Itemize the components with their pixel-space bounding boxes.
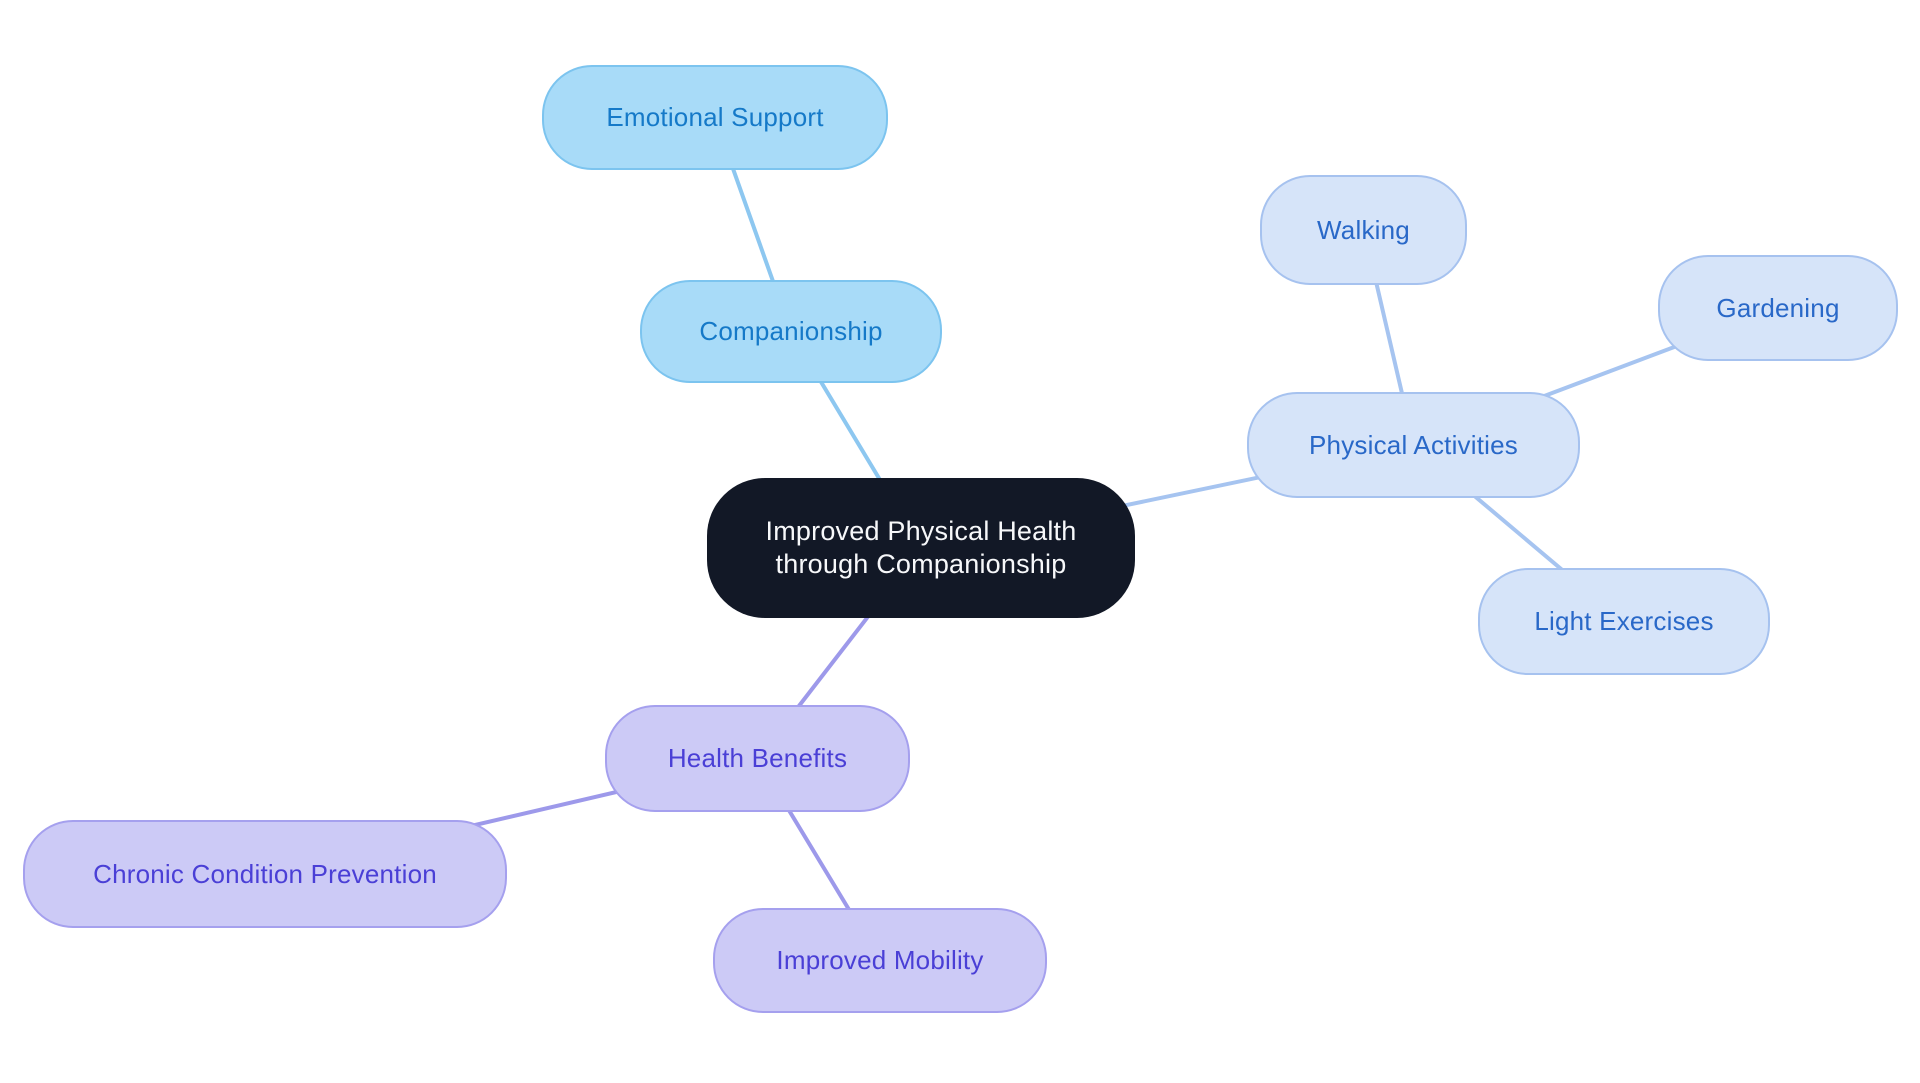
node-label: Walking	[1317, 214, 1410, 245]
node-label: Physical Activities	[1309, 429, 1518, 460]
node-label: Gardening	[1716, 292, 1840, 323]
node-physical-activities[interactable]: Physical Activities	[1247, 392, 1580, 498]
node-label: Emotional Support	[606, 102, 824, 132]
node-emotional-support[interactable]: Emotional Support	[542, 65, 888, 170]
node-chronic-condition-prevention[interactable]: Chronic Condition Prevention	[23, 820, 507, 928]
node-companionship[interactable]: Companionship	[640, 280, 942, 383]
node-gardening[interactable]: Gardening	[1658, 255, 1898, 361]
node-walking[interactable]: Walking	[1260, 175, 1467, 285]
node-improved-mobility[interactable]: Improved Mobility	[713, 908, 1047, 1013]
node-label: Health Benefits	[667, 743, 848, 773]
node-central-improved-physical-health[interactable]: Improved Physical Health through Compani…	[707, 478, 1135, 618]
node-label: Companionship	[699, 316, 883, 346]
node-light-exercises[interactable]: Light Exercises	[1478, 568, 1770, 675]
node-health-benefits[interactable]: Health Benefits	[605, 705, 910, 812]
node-label: Improved Physical Health through Compani…	[765, 516, 1077, 579]
node-label: Light Exercises	[1534, 606, 1714, 636]
node-label: Chronic Condition Prevention	[93, 858, 437, 889]
node-label: Improved Mobility	[776, 945, 984, 975]
